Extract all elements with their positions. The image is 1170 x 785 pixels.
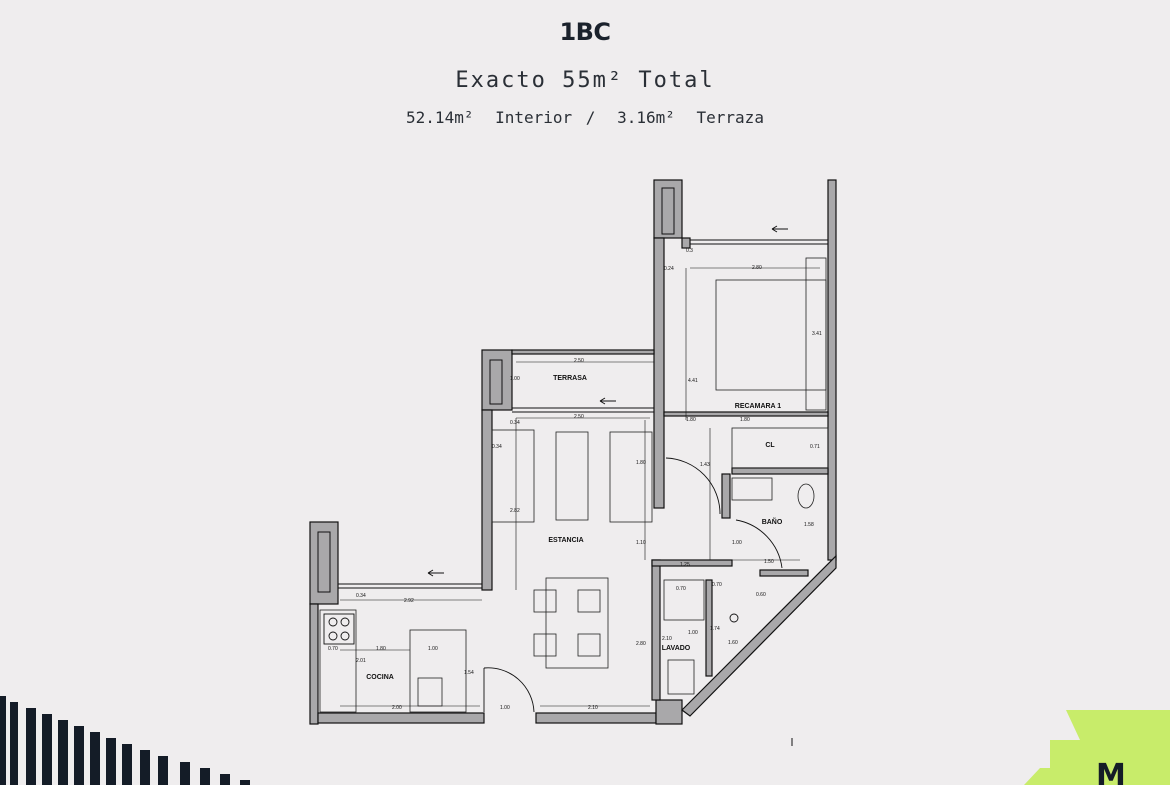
dim-label: 1.74 (710, 626, 720, 632)
dim-label: 0.24 (664, 266, 674, 272)
furniture (319, 257, 829, 713)
dimension-labels: 2.80 3.41 4.41 0.3 0.24 1.80 1.80 0.71 1… (328, 248, 822, 711)
dimension-lines (340, 267, 820, 707)
windows (317, 187, 828, 593)
dim-label: 1.43 (700, 462, 710, 468)
dim-label: 4.41 (688, 378, 698, 384)
dim-label: 1.25 (680, 562, 690, 568)
brand-logo-letter: M (1096, 758, 1126, 785)
walls (309, 179, 837, 725)
terrace-label: Terraza (696, 108, 764, 127)
dim-label: 1.80 (740, 417, 750, 423)
dim-label: 1.10 (636, 540, 646, 546)
door-swings (483, 457, 783, 713)
dim-label: 2.80 (752, 265, 762, 271)
room-label-bedroom: RECAMARA 1 (735, 403, 782, 410)
dim-label: 1.00 (732, 540, 742, 546)
dim-label: 0.70 (328, 646, 338, 652)
room-label-closet: CL (765, 442, 775, 449)
dim-label: 1.60 (728, 640, 738, 646)
dim-label: 0.70 (712, 582, 722, 588)
dim-label: 1.00 (688, 630, 698, 636)
dim-label: 0.3 (686, 248, 693, 254)
dim-label: 2.01 (356, 658, 366, 664)
dim-label: 0.34 (510, 420, 520, 426)
brand-bars-decor (0, 696, 250, 785)
terrace-area: 3.16m² (617, 108, 675, 127)
room-label-living: ESTANCIA (548, 537, 583, 544)
arrows (427, 225, 788, 577)
brand-logo-decor: M (1024, 710, 1170, 785)
dim-label: 2.00 (392, 705, 402, 711)
interior-label: Interior / (495, 108, 596, 127)
dim-label: 2.10 (588, 705, 598, 711)
dim-label: 2.82 (510, 508, 520, 514)
room-label-terrace: TERRASA (553, 375, 587, 382)
dim-label: 0.34 (492, 444, 502, 450)
dim-label: 2.92 (404, 598, 414, 604)
dim-label: 1.54 (464, 670, 474, 676)
dim-label: 1.50 (764, 559, 774, 565)
dim-label: 0.71 (810, 444, 820, 450)
total-area: Exacto 55m² Total (455, 68, 715, 93)
dim-label: 2.50 (574, 414, 584, 420)
unit-code: 1BC (559, 18, 611, 46)
dim-label: 0.70 (676, 586, 686, 592)
dim-label: 2.80 (636, 641, 646, 647)
dim-label: 3.41 (812, 331, 822, 337)
dim-label: 1.80 (686, 417, 696, 423)
interior-area: 52.14m² (406, 108, 474, 127)
dim-label: 1.58 (804, 522, 814, 528)
dim-label: 2.50 (574, 358, 584, 364)
dim-label: 0.60 (756, 592, 766, 598)
dim-label: 1.00 (428, 646, 438, 652)
dim-label: 2.10 (662, 636, 672, 642)
dim-label: 1.80 (376, 646, 386, 652)
dim-label: 1.80 (636, 460, 646, 466)
room-label-laundry: LAVADO (662, 645, 691, 652)
stove-icon (323, 613, 355, 645)
room-label-kitchen: COCINA (366, 674, 394, 681)
dim-label: 1.00 (500, 705, 510, 711)
dim-label: 1.00 (510, 376, 520, 382)
dim-label: 0.34 (356, 593, 366, 599)
area-breakdown: 52.14m² Interior / 3.16m² Terraza (0, 108, 1170, 127)
room-label-bathroom: BAÑO (762, 517, 783, 526)
